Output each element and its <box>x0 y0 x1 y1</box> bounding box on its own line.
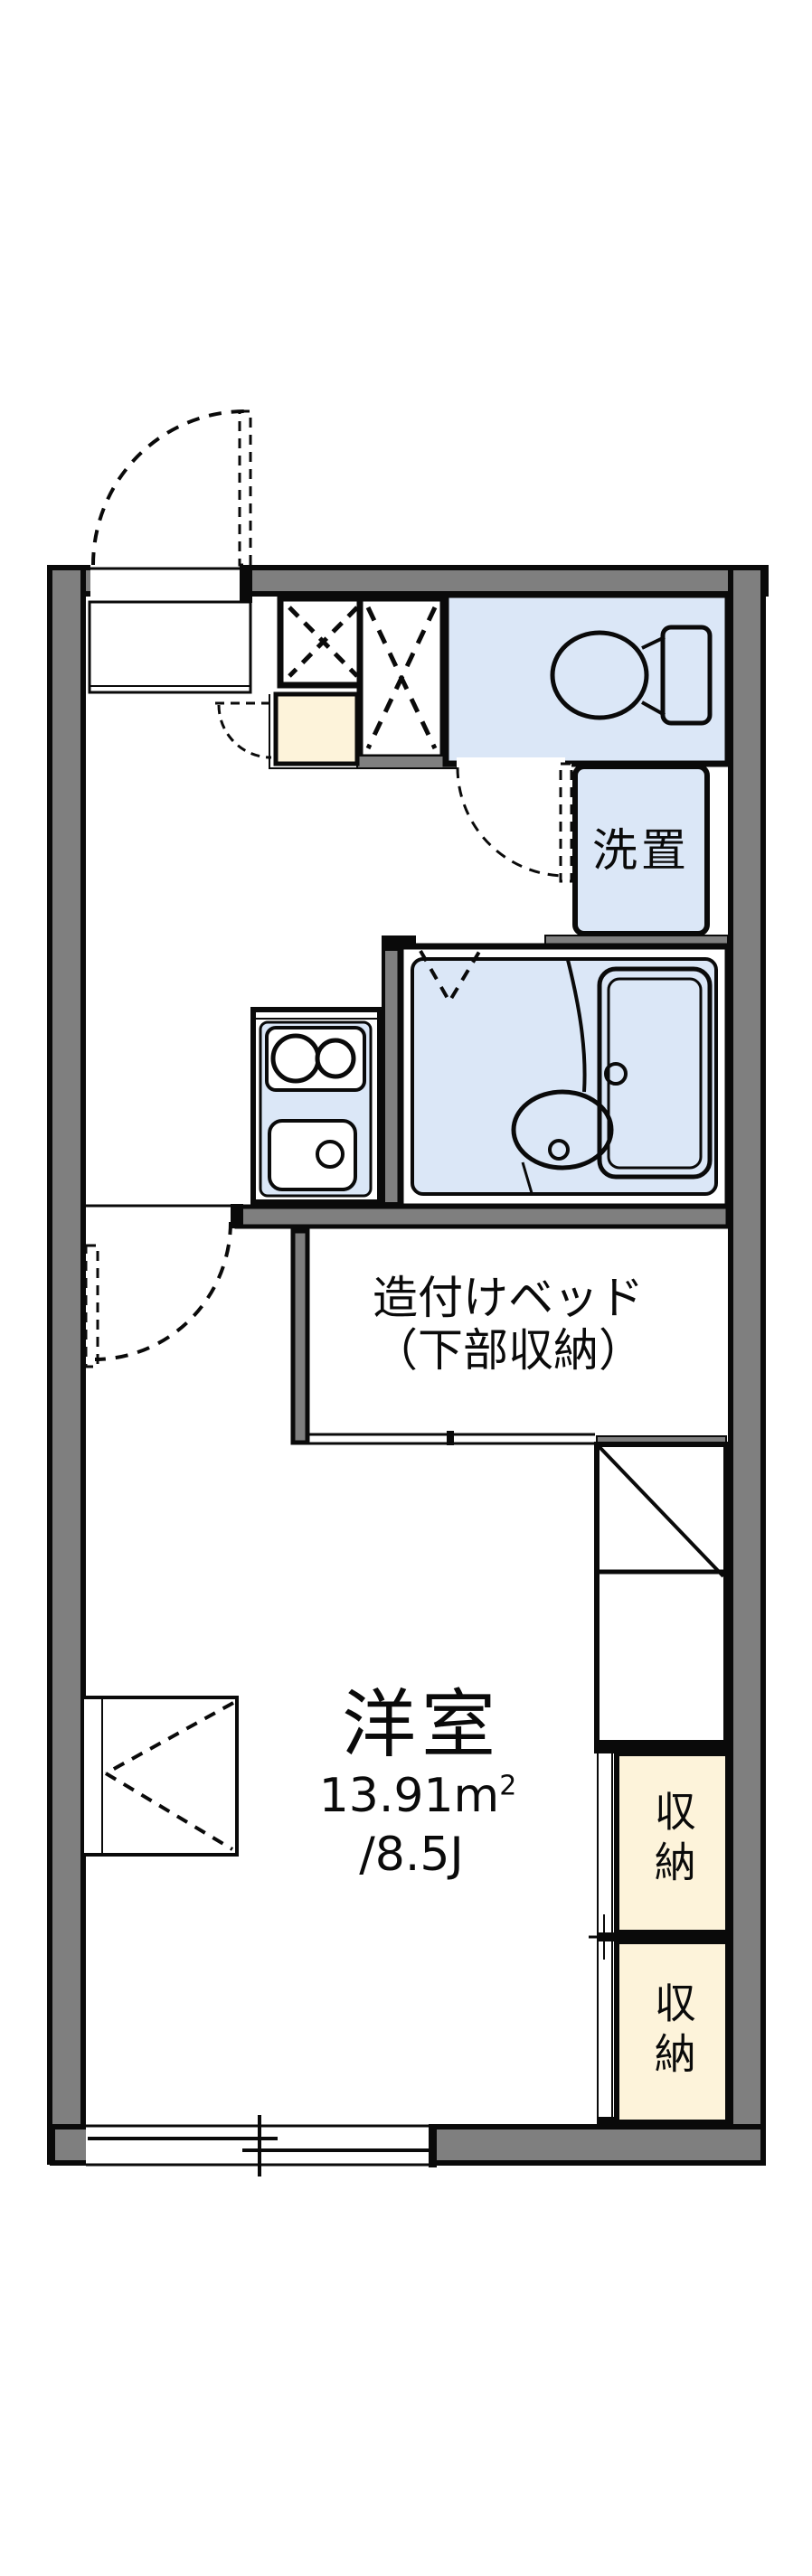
kitchen-sink <box>268 1119 357 1191</box>
window-right-post <box>429 2124 437 2167</box>
genkan-floor <box>88 600 252 694</box>
bathroom-inner-floor <box>411 957 718 1196</box>
main-room-extras <box>80 1696 239 1857</box>
wall-cabinet-dash-2 <box>104 1772 234 1851</box>
toilet-room-floor <box>442 591 732 767</box>
main-room-size: /8.5J <box>359 1827 464 1882</box>
bed-label-line2: （下部収納） <box>373 1324 644 1377</box>
bathtub-drain <box>604 1062 628 1086</box>
bathtub-outer <box>597 966 713 1180</box>
storage-upper-label: 収納 <box>647 1790 697 1891</box>
storage-lower-box <box>614 1939 731 2125</box>
storage-closets <box>589 1751 731 2126</box>
entrance <box>88 409 252 694</box>
kitchen-door-post <box>231 1204 243 1228</box>
wall-mid-horizontal <box>234 1204 731 1229</box>
toilet-door-swing-arc <box>456 766 567 878</box>
toilet-link-top <box>641 635 666 650</box>
main-room-area-sup: 2 <box>499 1770 517 1802</box>
entry-storage <box>215 595 458 769</box>
bottom-window <box>86 2115 437 2176</box>
toilet-tank <box>660 625 713 726</box>
washer-space-box <box>572 764 710 936</box>
toilet-door-opening <box>457 757 565 769</box>
entrance-door-swing-arc <box>91 409 246 566</box>
washer-space-label: 洗置 <box>592 824 690 877</box>
wall-cabinet-dash-1 <box>105 1701 234 1775</box>
kitchen-door-leaf <box>84 1244 99 1368</box>
wall-cabinet-box <box>80 1696 239 1857</box>
wall-under-storage <box>356 755 458 769</box>
entrance-door-post <box>240 565 252 603</box>
wall-left <box>47 565 86 2165</box>
sink-drain <box>316 1140 345 1169</box>
bed-front-tick <box>447 1431 454 1445</box>
storage-bottom-notch <box>597 2117 617 2126</box>
washbasin-drain <box>548 1139 570 1161</box>
toilet-door-leaf <box>559 762 573 883</box>
shoe-cabinet-door-arc <box>217 704 272 759</box>
bed-label-line1: 造付けベッド <box>373 1272 644 1324</box>
bathtub-inner <box>607 977 703 1170</box>
kitchen <box>250 1007 382 1205</box>
built-in-bed <box>290 1228 595 1445</box>
main-room-area: 13.91m2 <box>319 1770 517 1822</box>
bath-divider-curve <box>566 959 587 1093</box>
main-room-area-value: 13.91m <box>318 1768 500 1823</box>
burner-small <box>315 1038 356 1079</box>
fridge-nook <box>594 1435 729 1753</box>
toilet-room <box>442 591 732 883</box>
bed-left-wall <box>290 1228 310 1445</box>
mid-wall <box>84 1204 731 1368</box>
storage-x1-diag2 <box>288 606 359 678</box>
fridge-diagonal <box>598 1445 725 1578</box>
washbasin-leg-line <box>521 1161 533 1194</box>
fridge-strip-outline <box>594 1442 729 1745</box>
bathroom <box>382 935 732 1210</box>
main-room-name: 洋室 <box>341 1682 502 1769</box>
burner-large <box>270 1033 321 1084</box>
kitchen-door-swing-arc <box>94 1221 232 1361</box>
storage-upper-box <box>614 1751 731 1935</box>
entrance-door-leaf <box>238 409 252 567</box>
toilet-bowl <box>550 630 649 720</box>
washbasin <box>511 1089 614 1170</box>
wall-right <box>728 565 766 2165</box>
storage-divider-wall <box>597 1932 728 1941</box>
storage-x2-diag2 <box>365 606 438 750</box>
shoe-cabinet <box>273 691 360 766</box>
toilet-link-bottom <box>641 700 666 717</box>
storage-lower-label: 収納 <box>647 1981 697 2082</box>
